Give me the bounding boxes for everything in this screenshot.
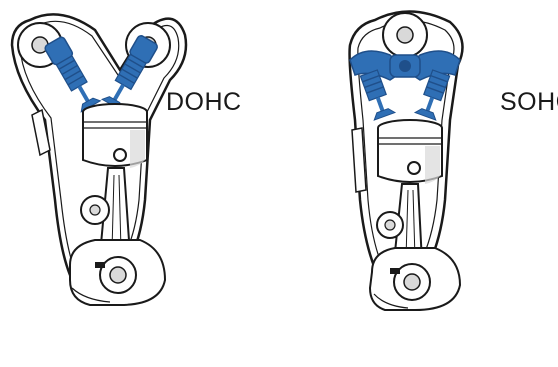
- dohc-label: DOHC: [166, 88, 242, 117]
- left-intake-valve: [44, 36, 101, 112]
- crankshaft: [370, 248, 460, 310]
- dohc-engine-illustration: [0, 0, 290, 367]
- crankshaft: [70, 240, 165, 305]
- sohc-label: SOHC: [500, 88, 558, 117]
- piston: [83, 104, 147, 168]
- piston: [378, 120, 442, 184]
- sohc-engine-illustration: [290, 0, 558, 367]
